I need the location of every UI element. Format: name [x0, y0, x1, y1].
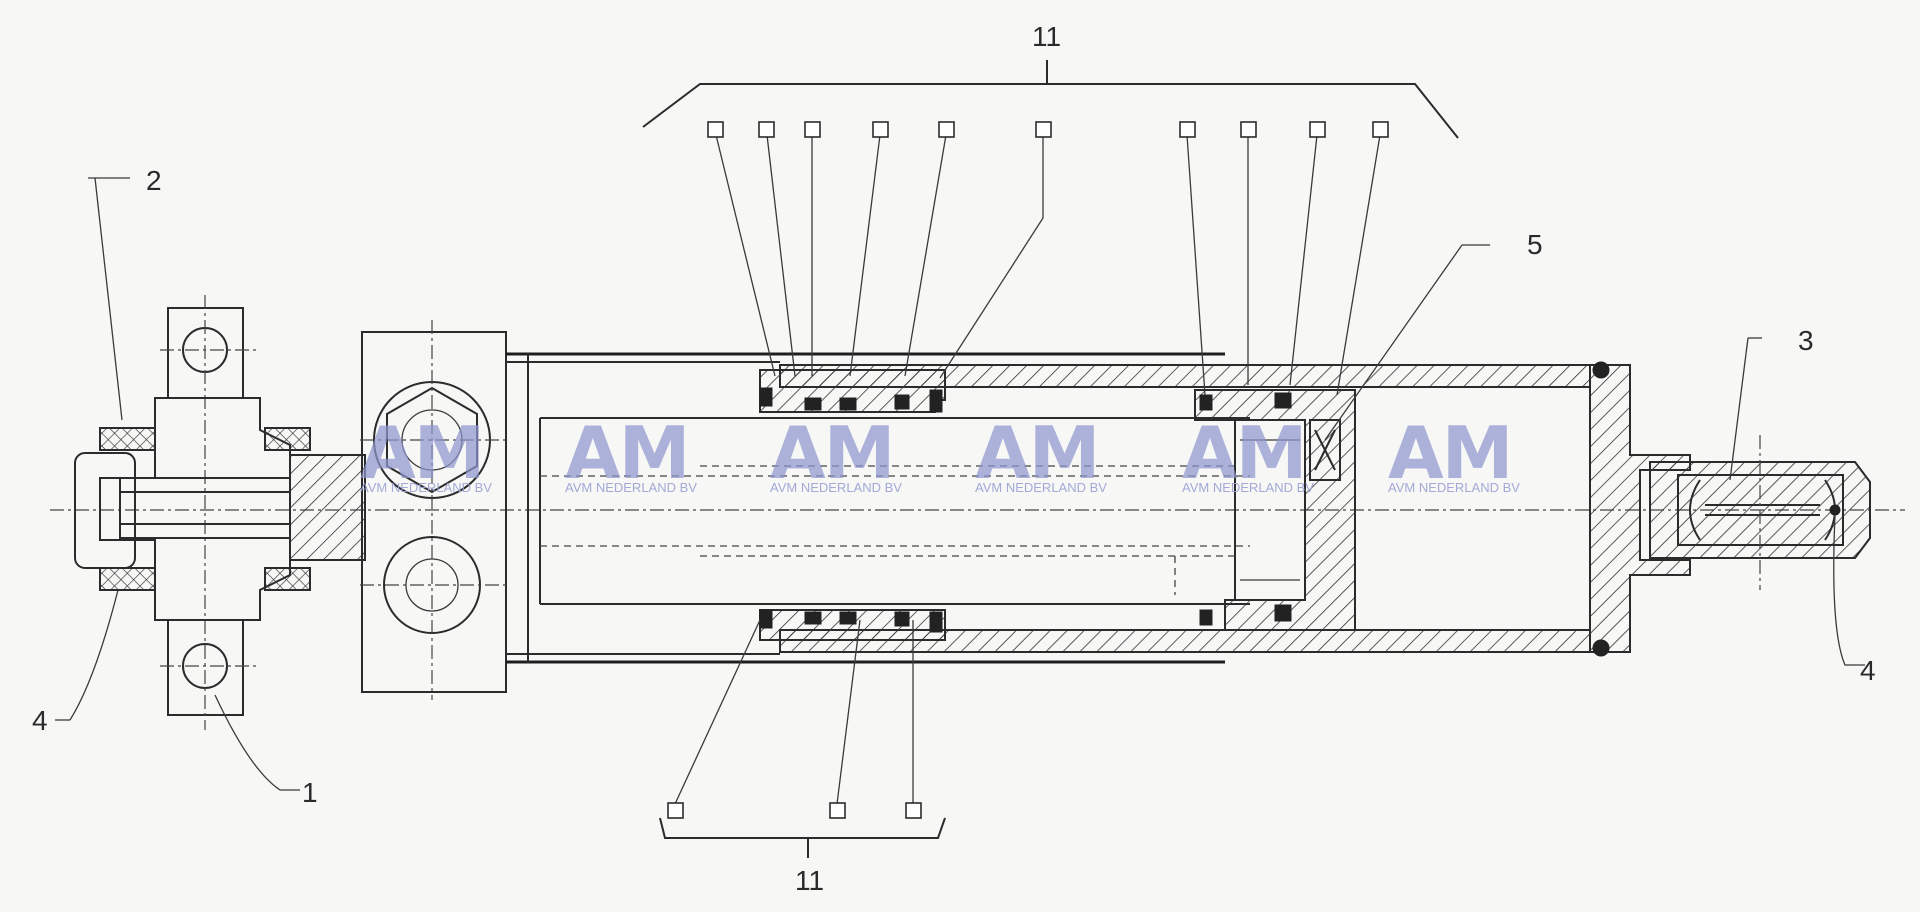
- label-4-left: 4: [32, 705, 48, 736]
- gland-seal-pack: [759, 369, 946, 641]
- watermark-mark: AM: [1182, 411, 1305, 495]
- watermark-caption: AVM NEDERLAND BV: [770, 480, 902, 495]
- label-4-right: 4: [1860, 655, 1876, 686]
- port-block: [360, 320, 510, 700]
- leader-lines: [55, 60, 1865, 858]
- watermark-mark: AM: [770, 411, 893, 495]
- label-1: 1: [302, 777, 318, 808]
- label-3: 3: [1798, 325, 1814, 356]
- cylinder-barrel: [506, 352, 1871, 664]
- piston-rod: [539, 417, 1250, 605]
- watermark-caption: AVM NEDERLAND BV: [975, 480, 1107, 495]
- piston-assembly: [1194, 389, 1356, 631]
- watermark-caption: AVM NEDERLAND BV: [1388, 480, 1520, 495]
- watermark-caption: AVM NEDERLAND BV: [565, 480, 697, 495]
- callout-markers: [667, 121, 1389, 819]
- pin-bracket: [74, 295, 366, 730]
- label-11-bottom: 11: [795, 865, 824, 896]
- watermark-mark: AM: [975, 411, 1098, 495]
- watermark-mark: AM: [1388, 411, 1511, 495]
- label-11-top: 11: [1032, 21, 1061, 52]
- watermark-caption: AVM NEDERLAND BV: [1182, 480, 1314, 495]
- watermark-caption: AVM NEDERLAND BV: [360, 480, 492, 495]
- watermark-mark: AM: [565, 411, 688, 495]
- watermark-mark: AM: [360, 411, 483, 495]
- label-2: 2: [146, 165, 162, 196]
- label-5: 5: [1527, 229, 1543, 260]
- watermark: AM AVM NEDERLAND BV AM AVM NEDERLAND BV …: [360, 411, 1520, 495]
